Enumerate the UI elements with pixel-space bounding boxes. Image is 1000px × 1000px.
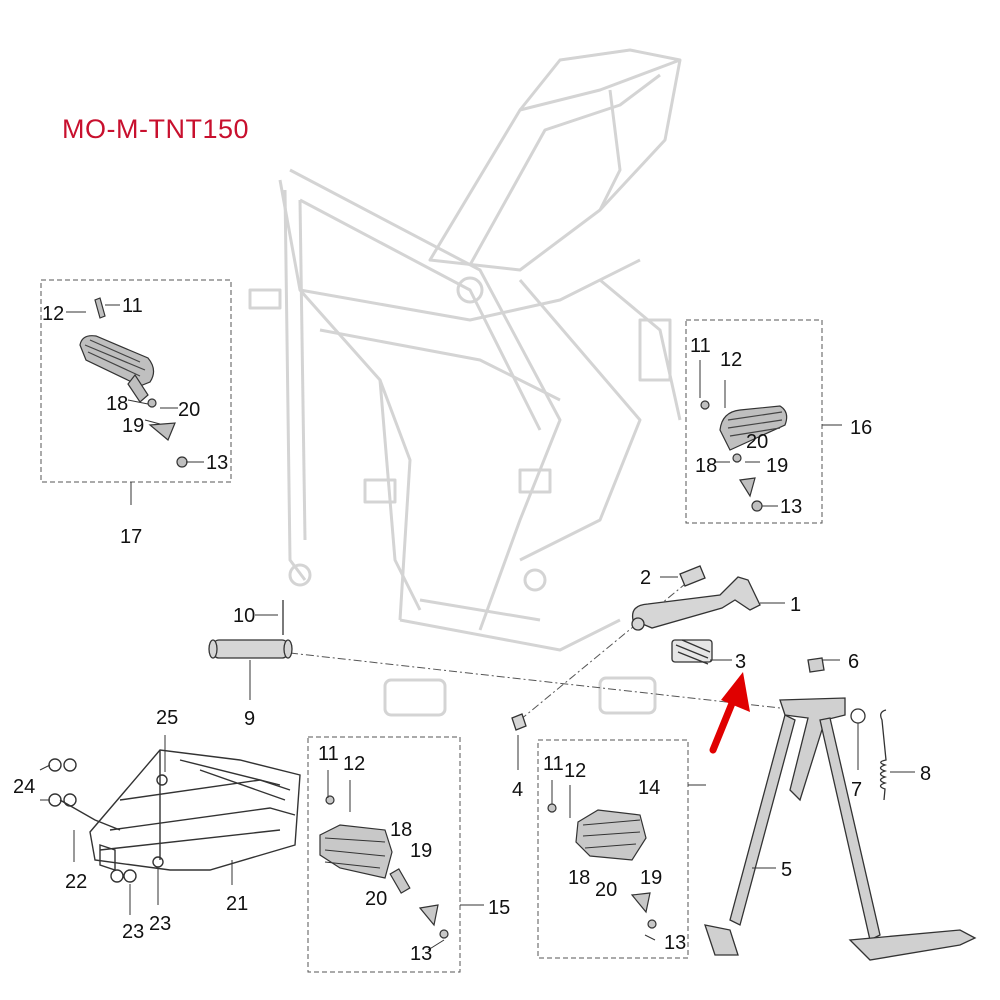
box14-callout-13: 13 [664, 932, 686, 954]
callout-16: 16 [850, 417, 872, 439]
callout-7: 7 [851, 779, 862, 801]
callout-3: 3 [735, 651, 746, 673]
box15-callout-13: 13 [410, 943, 432, 965]
box15-callout-11: 11 [318, 743, 339, 765]
side-stand-assembly [631, 565, 761, 665]
callout-25: 25 [156, 707, 178, 729]
callout-23a: 23 [122, 921, 144, 943]
box16-callout-18: 18 [695, 455, 717, 477]
callout-5: 5 [781, 859, 792, 881]
box-14-footrest [537, 739, 706, 959]
callout-21: 21 [226, 893, 248, 915]
callout-10: 10 [233, 605, 255, 627]
red-arrow-indicator [709, 672, 750, 754]
callout-8: 8 [920, 763, 931, 785]
box16-callout-12: 12 [720, 349, 742, 371]
motorcycle-frame [248, 48, 682, 717]
box17-callout-20: 20 [178, 399, 200, 421]
callout-23b: 23 [149, 913, 171, 935]
box14-callout-18: 18 [568, 867, 590, 889]
box15-callout-19: 19 [410, 840, 432, 862]
box14-callout-19: 19 [640, 867, 662, 889]
callout-22: 22 [65, 871, 87, 893]
callout-labels: 1 2 3 4 5 6 7 8 9 10 14 15 16 17 21 22 2… [13, 295, 931, 965]
callout-6: 6 [848, 651, 859, 673]
box17-callout-13: 13 [206, 452, 228, 474]
box14-callout-20: 20 [595, 879, 617, 901]
callout-14: 14 [638, 777, 660, 799]
box17-callout-18: 18 [106, 393, 128, 415]
box16-callout-11: 11 [690, 335, 711, 357]
box16-callout-19: 19 [766, 455, 788, 477]
box17-callout-19: 19 [122, 415, 144, 437]
callout-24: 24 [13, 776, 35, 798]
callout-4: 4 [512, 779, 523, 801]
box16-callout-20: 20 [746, 431, 768, 453]
callout-2: 2 [640, 567, 651, 589]
box14-callout-11: 11 [543, 753, 564, 775]
rear-rack-assembly [48, 749, 301, 883]
diagram-title: MO-M-TNT150 [62, 114, 249, 144]
callout-17: 17 [120, 526, 142, 548]
return-spring-8 [879, 709, 888, 801]
box-15-footrest [307, 736, 484, 973]
box17-callout-12: 12 [42, 303, 64, 325]
box15-callout-20: 20 [365, 888, 387, 910]
box14-callout-12: 12 [564, 760, 586, 782]
callout-9: 9 [244, 708, 255, 730]
box15-callout-12: 12 [343, 753, 365, 775]
box15-callout-18: 18 [390, 819, 412, 841]
pivot-pipe-assembly [208, 600, 527, 731]
box16-callout-13: 13 [780, 496, 802, 518]
main-stand-assembly [704, 657, 977, 961]
box17-callout-11: 11 [122, 295, 143, 317]
box-17-left-footrest [40, 279, 232, 505]
box-16-right-footrest [685, 319, 842, 524]
callout-1: 1 [790, 594, 801, 616]
callout-15: 15 [488, 897, 510, 919]
